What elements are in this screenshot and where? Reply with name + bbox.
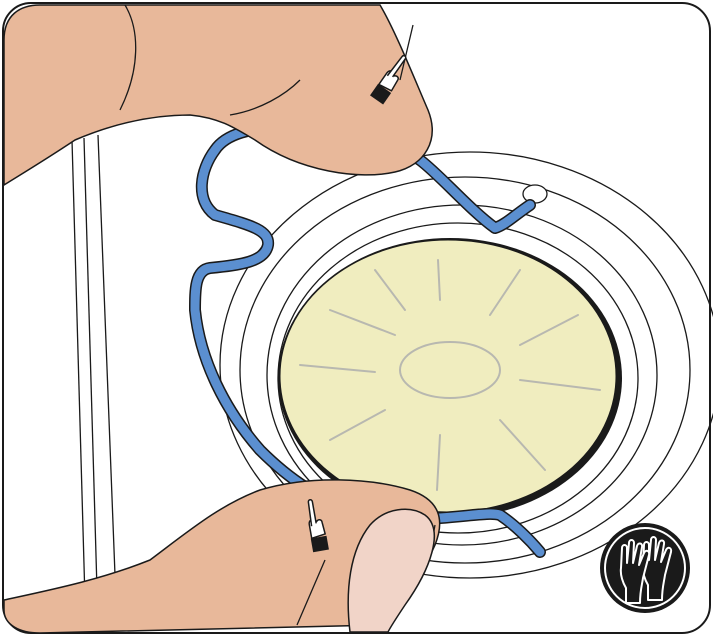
protective-gloves-badge [600,523,690,613]
filter-disc [278,238,622,518]
